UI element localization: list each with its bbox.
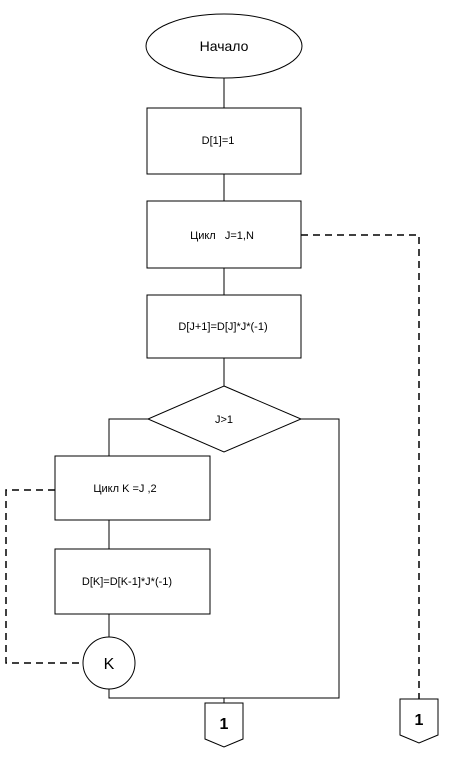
loop-j-label: Цикл J=1,N <box>190 230 254 242</box>
loop-j-block: Цикл J=1,N <box>146 200 302 269</box>
start-terminator: Начало <box>145 13 303 79</box>
flow-line-no-branch <box>224 418 340 699</box>
start-label: Начало <box>200 38 249 54</box>
loop-k-label: Цикл K =J ,2 <box>93 483 156 495</box>
compute-label: D[J+1]=D[J]*J*(-1) <box>178 321 267 333</box>
off-page-connector-left: 1 <box>204 702 244 748</box>
init-block: D[1]=1 <box>146 107 302 175</box>
loop-k-dashed-link <box>5 489 83 664</box>
compute-block: D[J+1]=D[J]*J*(-1) <box>146 294 302 359</box>
inner-compute-label: D[K]=D[K-1]*J*(-1) <box>82 576 172 588</box>
connector-left-label: 1 <box>220 716 229 733</box>
flow-lines <box>108 78 340 703</box>
condition-label: J>1 <box>215 414 233 426</box>
off-page-connector-right: 1 <box>399 698 439 744</box>
loop-k-end-circle: K <box>82 636 136 690</box>
loop-k-block: Цикл K =J ,2 <box>54 455 211 521</box>
loop-k-end-label: K <box>104 656 115 673</box>
loop-j-dashed-link <box>301 234 420 699</box>
condition-diamond: J>1 <box>146 385 303 453</box>
connector-right-label: 1 <box>415 712 424 729</box>
inner-compute-block: D[K]=D[K-1]*J*(-1) <box>54 548 211 615</box>
flow-line-yes-branch <box>108 418 148 456</box>
init-label: D[1]=1 <box>202 135 235 147</box>
flow-line-k-join <box>108 689 225 703</box>
